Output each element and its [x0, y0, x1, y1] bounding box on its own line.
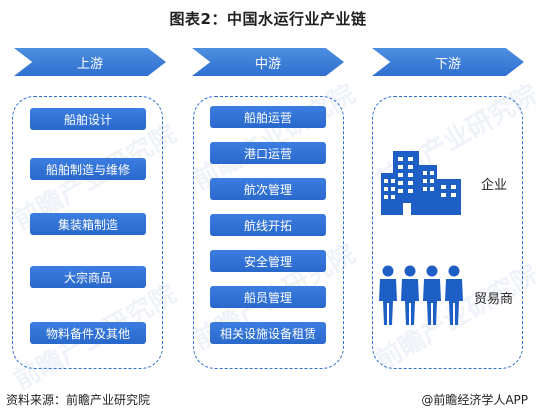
midstream-item-ship-operation: 船舶运营 — [210, 106, 326, 128]
brand-credit: @前瞻经济学人APP — [421, 391, 528, 408]
header-midstream: 中游 — [192, 48, 344, 76]
upstream-item-shipbuilding: 船舶制造与维修 — [30, 158, 146, 180]
midstream-item-safety-management: 安全管理 — [210, 250, 326, 272]
upstream-column: 前瞻产业研究院 前瞻产业研究院 船舶设计 船舶制造与维修 集装箱制造 大宗商品 … — [9, 96, 182, 396]
header-midstream-label: 中游 — [254, 56, 281, 72]
midstream-item-route-development: 航线开拓 — [210, 214, 326, 236]
downstream-label-trader: 贸易商 — [474, 292, 514, 307]
brand-credit-text: @前瞻经济学人APP — [421, 393, 528, 407]
header-downstream-label: 下游 — [434, 56, 461, 72]
upstream-item-materials: 物料备件及其他 — [30, 322, 146, 344]
buildings-icon — [381, 151, 461, 215]
midstream-column: 前瞻产业研究院 前瞻产业研究院 船舶运营 港口运营 航次管理 航线开拓 安全管理… — [188, 79, 361, 369]
midstream-item-equipment-leasing: 相关设施设备租赁 — [210, 322, 326, 344]
source-note: 资料来源：前瞻产业研究院 — [6, 393, 151, 407]
upstream-item-container: 集装箱制造 — [30, 213, 146, 235]
chart-title: 图表2：中国水运行业产业链 — [169, 10, 367, 28]
people-icon — [379, 265, 463, 325]
midstream-item-port-operation: 港口运营 — [210, 142, 326, 164]
upstream-item-ship-design: 船舶设计 — [30, 108, 146, 130]
midstream-item-voyage-management: 航次管理 — [210, 178, 326, 200]
midstream-item-crew-management: 船员管理 — [210, 286, 326, 308]
header-upstream: 上游 — [14, 48, 166, 76]
upstream-item-commodities: 大宗商品 — [30, 266, 146, 288]
header-downstream: 下游 — [372, 48, 524, 76]
downstream-label-enterprise: 企业 — [481, 178, 508, 193]
downstream-column: 前瞻产业研究院 前瞻产业研究院 企业 — [371, 79, 536, 376]
header-upstream-label: 上游 — [76, 56, 103, 72]
